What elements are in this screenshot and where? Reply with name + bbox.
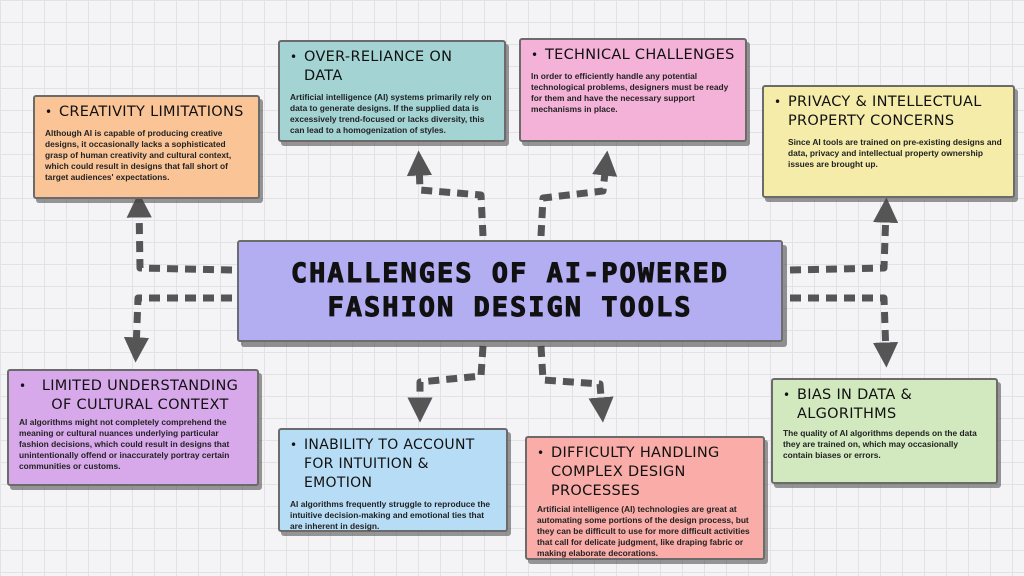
central-topic-title: CHALLENGES OF AI-POWERED FASHION DESIGN …: [290, 258, 730, 324]
card-technical-challenges: • TECHNICAL CHALLENGES In order to effic…: [519, 38, 747, 142]
bullet-icon: •: [290, 50, 298, 64]
card-title: DIFFICULTY HANDLING COMPLEX DESIGN PROCE…: [551, 445, 720, 499]
bullet-icon: •: [537, 446, 545, 460]
bullet-icon: •: [531, 48, 539, 62]
card-description: Artificial intelligence (AI) technologie…: [537, 504, 750, 558]
arrow-to-technical: [537, 150, 618, 237]
card-description: The quality of AI algorithms depends on …: [783, 428, 977, 460]
card-heading: • BIAS IN DATA & ALGORITHMS: [783, 386, 986, 424]
card-title: BIAS IN DATA & ALGORITHMS: [797, 387, 913, 422]
card-heading: • PRIVACY & INTELLECTUAL PROPERTY CONCER…: [774, 93, 1003, 131]
arrow-to-creativity: [126, 192, 233, 274]
card-heading: • CREATIVITY LIMITATIONS: [45, 103, 248, 122]
card-description: Although AI is capable of producing crea…: [45, 128, 232, 182]
card-title: LIMITED UNDERSTANDING OF CULTURAL CONTEX…: [41, 378, 239, 413]
arrow-to-overreliance: [406, 150, 487, 237]
arrow-to-complexity: [537, 345, 614, 423]
card-title: INABILITY TO ACCOUNT FOR INTUITION & EMO…: [304, 437, 475, 491]
central-topic-box: CHALLENGES OF AI-POWERED FASHION DESIGN …: [237, 240, 783, 342]
card-description: Artificial intelligence (AI) systems pri…: [290, 92, 492, 135]
card-heading: • DIFFICULTY HANDLING COMPLEX DESIGN PRO…: [537, 444, 753, 501]
card-title: OVER-RELIANCE ON DATA: [304, 49, 453, 84]
card-limited-cultural-understanding: • LIMITED UNDERSTANDING OF CULTURAL CONT…: [7, 369, 259, 486]
bullet-icon: •: [783, 388, 791, 402]
card-description: Since AI tools are trained on pre-existi…: [788, 137, 1002, 169]
card-bias-in-data: • BIAS IN DATA & ALGORITHMS The quality …: [771, 378, 998, 484]
bullet-icon: •: [290, 438, 298, 452]
card-description: AI algorithms frequently struggle to rep…: [290, 499, 491, 531]
arrow-to-privacy: [789, 197, 899, 274]
card-creativity-limitations: • CREATIVITY LIMITATIONS Although AI is …: [33, 95, 260, 199]
bullet-icon: •: [774, 95, 782, 109]
card-title: PRIVACY & INTELLECTUAL PROPERTY CONCERNS: [788, 94, 982, 129]
card-heading: • LIMITED UNDERSTANDING OF CULTURAL CONT…: [19, 377, 247, 415]
bullet-icon: •: [45, 105, 53, 119]
card-heading: • INABILITY TO ACCOUNT FOR INTUITION & E…: [290, 436, 496, 493]
card-intuition-emotion: • INABILITY TO ACCOUNT FOR INTUITION & E…: [278, 428, 508, 532]
bullet-icon: •: [19, 379, 27, 393]
card-heading: • TECHNICAL CHALLENGES: [531, 46, 735, 65]
arrow-to-intuition: [407, 345, 487, 423]
card-title: CREATIVITY LIMITATIONS: [59, 104, 244, 120]
arrow-to-cultural: [123, 294, 232, 363]
card-description: AI algorithms might not completely compr…: [19, 417, 230, 471]
card-privacy-intellectual-property: • PRIVACY & INTELLECTUAL PROPERTY CONCER…: [762, 85, 1015, 198]
arrow-to-bias: [790, 294, 899, 368]
card-title: TECHNICAL CHALLENGES: [545, 47, 735, 63]
card-heading: • OVER-RELIANCE ON DATA: [290, 48, 494, 86]
card-description: In order to efficiently handle any poten…: [531, 71, 729, 114]
card-complex-design-processes: • DIFFICULTY HANDLING COMPLEX DESIGN PRO…: [525, 436, 765, 560]
card-over-reliance-on-data: • OVER-RELIANCE ON DATA Artificial intel…: [278, 40, 506, 142]
